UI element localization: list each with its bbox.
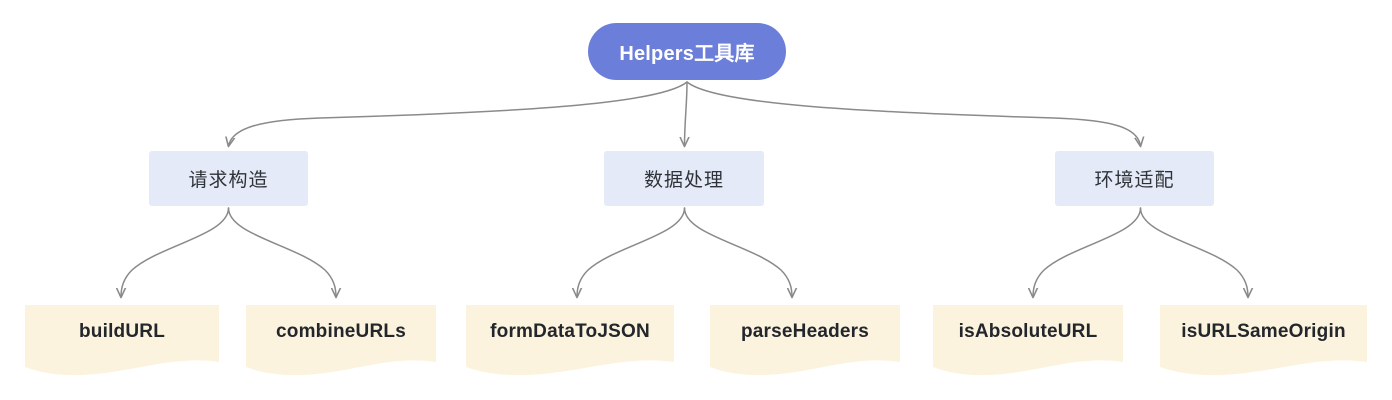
leaf-wave-shape bbox=[710, 305, 900, 376]
node-group-data-process[interactable]: 数据处理 bbox=[604, 151, 764, 206]
leaf-wave-shape bbox=[1160, 305, 1367, 376]
node-leaf-label: combineURLs bbox=[276, 321, 406, 342]
node-leaf-label: formDataToJSON bbox=[490, 321, 650, 342]
edge-group-3-to-leaf-5 bbox=[1033, 207, 1142, 297]
leaf-wave-shape bbox=[25, 305, 219, 376]
node-leaf-label: isURLSameOrigin bbox=[1181, 321, 1346, 342]
node-group-label: 环境适配 bbox=[1094, 170, 1175, 191]
node-leaf-label: parseHeaders bbox=[740, 321, 870, 342]
leaf-wave-shape bbox=[933, 305, 1123, 376]
edge-group-1-to-leaf-1 bbox=[121, 207, 230, 297]
edge-root-to-group-2 bbox=[685, 81, 688, 146]
node-leaf-combine-urls[interactable]: combineURLs bbox=[243, 303, 439, 379]
node-leaf-form-data-to-json[interactable]: formDataToJSON bbox=[463, 303, 677, 379]
node-leaf-is-url-same-origin[interactable]: isURLSameOrigin bbox=[1157, 303, 1370, 379]
node-leaf-parse-headers[interactable]: parseHeaders bbox=[707, 303, 903, 379]
node-group-request-build[interactable]: 请求构造 bbox=[149, 151, 308, 206]
node-root[interactable]: Helpers工具库 bbox=[588, 23, 786, 80]
edge-group-2-to-leaf-3 bbox=[577, 207, 686, 297]
edge-group-2-to-leaf-4 bbox=[683, 207, 793, 297]
leaf-wave-shape bbox=[466, 305, 674, 376]
node-leaf-build-url[interactable]: buildURL bbox=[22, 303, 222, 379]
node-group-label: 数据处理 bbox=[643, 170, 724, 191]
node-leaf-label: buildURL bbox=[78, 321, 166, 342]
node-leaf-label: isAbsoluteURL bbox=[958, 321, 1098, 342]
edge-group-1-to-leaf-2 bbox=[227, 207, 337, 297]
node-root-label: Helpers工具库 bbox=[619, 43, 755, 65]
edge-root-to-group-1 bbox=[229, 81, 688, 146]
leaf-wave-shape bbox=[246, 305, 436, 376]
edge-root-to-group-3 bbox=[686, 81, 1141, 146]
edge-group-3-to-leaf-6 bbox=[1139, 207, 1249, 297]
node-group-label: 请求构造 bbox=[188, 170, 269, 191]
node-leaf-is-absolute-url[interactable]: isAbsoluteURL bbox=[930, 303, 1126, 379]
node-group-env-adapt[interactable]: 环境适配 bbox=[1055, 151, 1214, 206]
